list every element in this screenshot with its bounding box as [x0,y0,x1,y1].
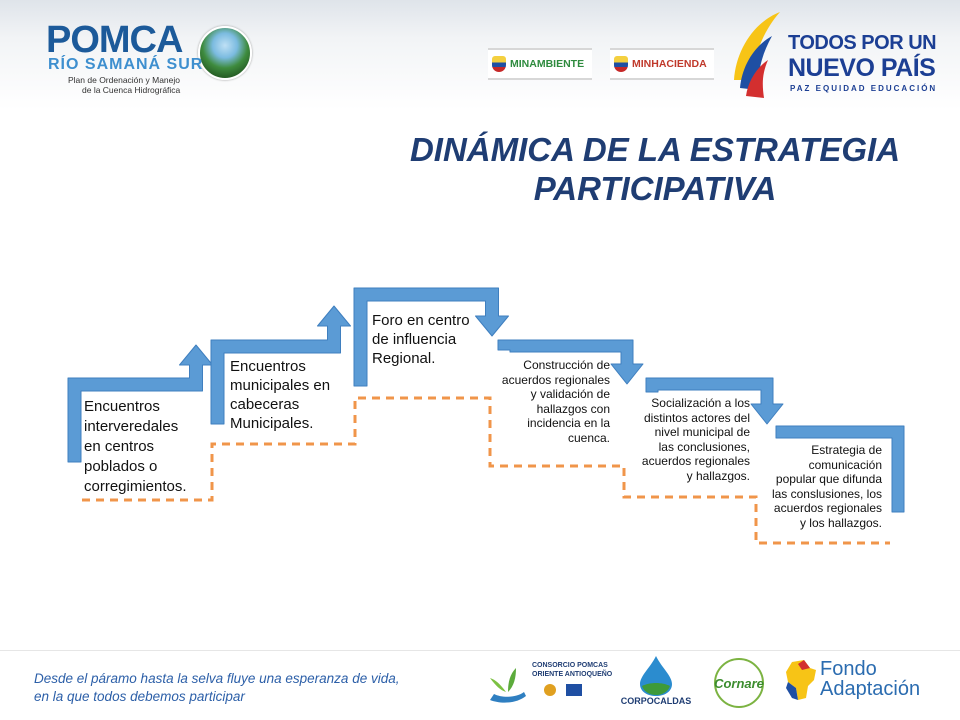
tagline-line: Desde el páramo hasta la selva fluye una… [34,671,400,686]
step-5-line: las conclusiones, [658,439,750,454]
step-6-line: popular que difunda [775,472,882,486]
consorcio-line1: CONSORCIO POMCAS [532,662,608,669]
colombia-flag-wave-icon [734,12,780,98]
partner-mark-icon [566,684,582,696]
pomca-subtitle-line: de la Cuenca Hidrográfica [82,85,181,95]
minambiente-logo: MINAMBIENTE [488,48,592,80]
step-2-line: cabeceras [230,396,300,413]
down-arrow-3 [645,377,784,425]
up-arrow-2 [210,305,351,425]
dashed-step-line [82,396,890,545]
pomca-subtitle-line: Plan de Ordenación y Manejo [68,75,180,85]
colombia-shield-icon [492,56,506,72]
minambiente-label: MINAMBIENTE [510,58,585,70]
title-line: DINÁMICA DE LA ESTRATEGIA [409,131,901,168]
down-arrow-2 [497,339,644,385]
step-1-line: corregimientos. [84,478,187,495]
tagline-line: en la que todos debemos participar [34,689,245,704]
hand-plant-icon [490,668,526,703]
step-4-line: incidencia en la [527,416,610,430]
colombia-map-icon [786,660,816,700]
step-3-text: Foro en centro de influencia Regional. [372,311,470,368]
partner-seal-icon [544,684,556,696]
corpocaldas-logo: CORPOCALDAS [620,652,692,712]
step-2-line: Encuentros [230,358,306,375]
step-1-line: poblados o [84,458,158,475]
step-4-line: acuerdos regionales [501,372,610,387]
step-4-line: hallazgos con [536,401,610,416]
pomca-river-name: RÍO SAMANÁ SUR [48,56,204,73]
minhacienda-label: MINHACIENDA [632,58,707,70]
step-1-line: interveredales [84,418,179,435]
step-5-text: Socialización a los distintos actores de… [630,396,750,483]
step-1-line: Encuentros [84,398,160,415]
header-band [0,0,960,110]
cornare-logo: Cornare [708,652,772,712]
step-1-text: Encuentros interveredales en centros pob… [84,397,187,497]
step-4-line: cuenca. [567,430,610,445]
step-5-line: y hallazgos. [686,468,750,483]
page-title: DINÁMICA DE LA ESTRATEGIA PARTICIPATIVA [330,130,960,208]
down-arrow-1 [353,287,509,387]
pomca-logo: POMCA RÍO SAMANÁ SUR Plan de Ordenación … [46,20,256,100]
step-3-line: Foro en centro [372,312,470,329]
step-2-line: municipales en [230,377,331,394]
step-5-line: Socialización a los [651,396,750,410]
step-6-line: acuerdos regionales [773,501,882,515]
cornare-ring-icon [714,658,764,708]
consorcio-logo: CONSORCIO POMCAS ORIENTE ANTIOQUEÑO [486,652,612,712]
government-logo: TODOS POR UN NUEVO PAÍS PAZ EQUIDAD EDUC… [728,8,953,102]
step-6-line: Estrategia de [811,443,882,457]
minhacienda-logo: MINHACIENDA [610,48,714,80]
down-arrow-4 [775,425,905,513]
water-drop-icon [640,656,672,696]
government-slogan-line2: NUEVO PAÍS [788,54,936,82]
step-6-line: las conslusiones, los [771,486,882,501]
adaptacion-label: Adaptación [820,678,921,700]
step-4-line: Construcción de [523,358,610,372]
consorcio-line2: ORIENTE ANTIOQUEÑO [532,671,613,678]
dashed-steps [82,396,890,545]
pomca-subtitle: Plan de Ordenación y Manejo de la Cuenca… [68,75,228,95]
step-6-line: y los hallazgos. [799,515,882,530]
government-slogan-line1: TODOS POR UN [788,32,937,54]
title-line: PARTICIPATIVA [533,170,777,207]
step-4-line: y validación de [530,387,610,401]
step-6-text: Estrategia de comunicación popular que d… [762,443,882,530]
step-1-line: en centros [84,438,155,455]
step-2-line: Municipales. [230,415,314,432]
step-4-text: Construcción de acuerdos regionales y va… [496,358,610,445]
corpocaldas-label: CORPOCALDAS [620,696,692,706]
cornare-label: Cornare [714,676,764,691]
landscape-icon [198,26,252,80]
step-3-line: Regional. [372,350,436,367]
step-5-line: distintos actores del [643,410,750,425]
fondo-label: Fondo [820,658,877,680]
fondo-adaptacion-logo: Fondo Adaptación [784,652,924,712]
pomca-brand: POMCA [46,19,183,61]
colombia-shield-icon [614,56,628,72]
step-5-line: acuerdos regionales [641,454,750,468]
footer-tagline: Desde el páramo hasta la selva fluye una… [34,670,474,706]
footer-divider [0,650,960,651]
step-2-text: Encuentros municipales en cabeceras Muni… [230,357,330,433]
bent-arrows [67,287,905,513]
step-3-line: de influencia [372,331,457,348]
government-values: PAZ EQUIDAD EDUCACIÓN [790,84,938,93]
step-6-line: comunicación [808,457,882,472]
up-arrow-1 [67,344,213,463]
step-5-line: nivel municipal de [654,425,750,439]
